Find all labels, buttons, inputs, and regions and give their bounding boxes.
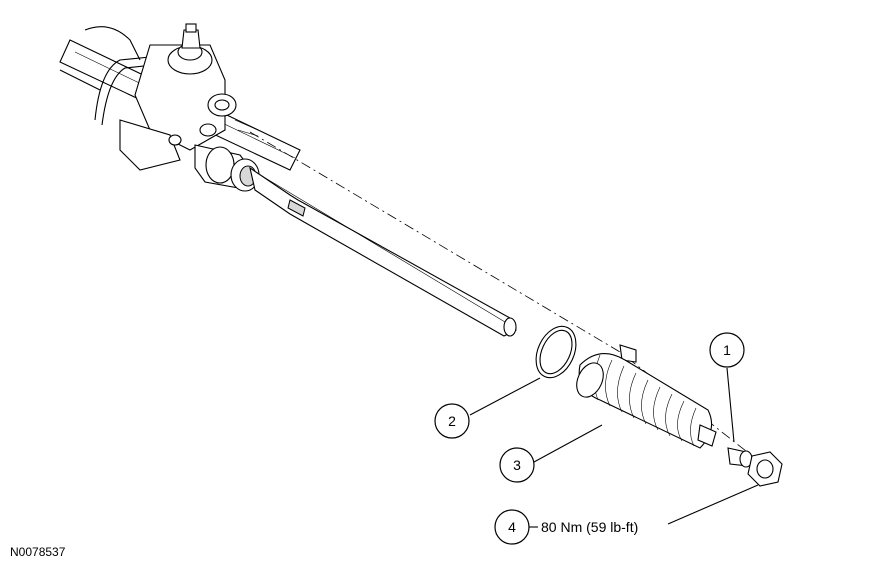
leader-line-1 [726, 367, 735, 443]
leader-line-3 [533, 424, 603, 463]
figure-id: N0078537 [10, 545, 66, 559]
callout-1: 1 [709, 332, 745, 368]
callout-1-number: 1 [723, 342, 731, 358]
boot-clamp [535, 325, 577, 379]
bellows-boot [576, 344, 717, 449]
leader-line-2 [469, 377, 541, 416]
assembly-axis-line [249, 131, 761, 463]
callout-2: 2 [434, 403, 470, 439]
steering-gear-housing [59, 23, 301, 192]
callout-4: 4 [494, 509, 530, 545]
callout-2-number: 2 [448, 413, 456, 429]
inner-tie-rod [249, 166, 517, 337]
callout-3-number: 3 [513, 457, 521, 473]
torque-spec-label: 80 Nm (59 lb-ft) [541, 519, 638, 535]
callout-4-number: 4 [508, 519, 516, 535]
tie-rod-spacer [727, 447, 753, 468]
leader-line-4 [667, 484, 759, 525]
callout-3: 3 [499, 447, 535, 483]
tie-rod-nut [747, 451, 783, 487]
